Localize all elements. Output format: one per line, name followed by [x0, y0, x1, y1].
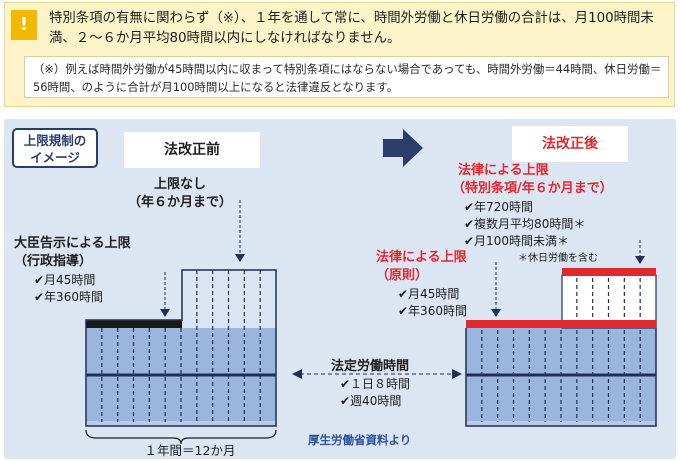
- holiday-note: ＊休日労働を含む: [518, 253, 598, 264]
- image-tag-line1: 上限規制の: [23, 133, 87, 148]
- before-bar-base: [86, 421, 276, 426]
- source-credit: 厚生労働省資料より: [308, 433, 412, 447]
- statutory-item-day: ✔１日８時間: [340, 377, 411, 391]
- right-arrow-icon: [383, 129, 423, 167]
- image-tag: 上限規制の イメージ: [12, 128, 98, 168]
- before-minister-cap: [86, 320, 182, 328]
- no-limit-title: 上限なし: [153, 177, 206, 192]
- warning-box: ! 特別条項の有無に関わらず（※）、１年を通して常に、時間外労働と休日労働の合計…: [4, 2, 675, 107]
- statutory-arrow-right-head: [452, 369, 462, 379]
- minister-subtitle: （行政指導）: [14, 254, 93, 269]
- after-bar: [466, 328, 656, 426]
- special-limit-subtitle: （特別条項/年６か月まで）: [452, 181, 613, 196]
- after-reform-label: 法改正後: [512, 126, 628, 162]
- principle-limit-cap: [466, 320, 656, 328]
- principle-limit-subtitle: （原則）: [376, 268, 429, 283]
- after-bar-outline: [465, 328, 657, 427]
- before-reform-label: 法改正前: [124, 132, 260, 168]
- no-limit-subtitle: （年６か月まで）: [127, 195, 232, 210]
- no-limit-pointer-head: [235, 254, 245, 262]
- principle-pointer-head: [491, 309, 501, 317]
- after-bar-base: [466, 421, 656, 426]
- principle-item-month: ✔月45時間: [398, 287, 460, 301]
- note-text: （※）例えば時間外労働が45時間以内に収まって特別条項にはならない場合であっても…: [33, 62, 662, 94]
- special-item-annual: ✔年720時間: [464, 200, 533, 214]
- special-limit-title: 法律による上限: [458, 163, 549, 178]
- year-brace: [85, 429, 277, 445]
- minister-title: 大臣告示による上限: [14, 236, 131, 251]
- exclamation-icon: !: [11, 10, 37, 40]
- warning-text: 特別条項の有無に関わらず（※）、１年を通して常に、時間外労働と休日労働の合計は、…: [49, 11, 654, 46]
- special-pointer-head: [635, 256, 645, 264]
- statutory-arrow-left-head: [292, 369, 302, 379]
- principle-limit-title: 法律による上限: [376, 250, 467, 265]
- minister-item-year: ✔年360時間: [34, 290, 103, 304]
- image-tag-line2: イメージ: [30, 150, 80, 165]
- minister-item-month: ✔月45時間: [34, 273, 96, 287]
- special-item-monthly: ✔月100時間未満＊: [464, 234, 569, 248]
- note-box: （※）例えば時間外労働が45時間以内に収まって特別条項にはならない場合であっても…: [24, 56, 669, 98]
- principle-item-year: ✔年360時間: [398, 304, 467, 318]
- special-item-average: ✔複数月平均80時間＊: [464, 217, 586, 231]
- special-limit-cap: [562, 268, 656, 276]
- year-label: １年間＝12か月: [144, 443, 236, 458]
- statutory-item-week: ✔週40時間: [340, 394, 402, 408]
- minister-pointer-head: [160, 309, 170, 317]
- statutory-hours-title: 法定労働時間: [330, 359, 409, 374]
